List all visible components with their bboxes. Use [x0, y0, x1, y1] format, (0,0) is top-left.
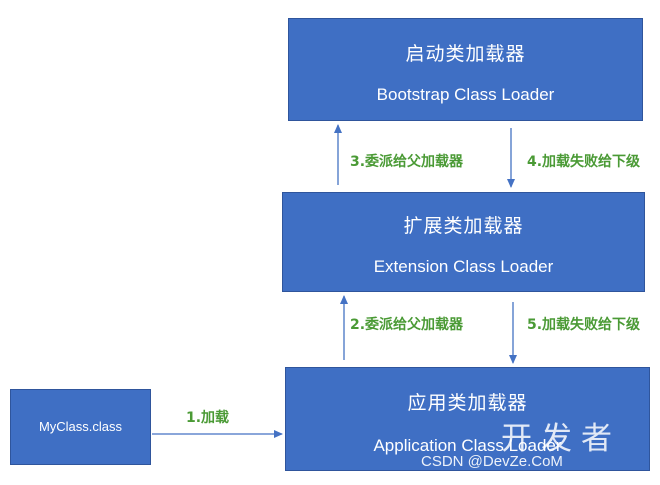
watermark-small: CSDN @DevZe.CoM [421, 453, 563, 470]
edge-label-step2: 2.委派给父加载器 [350, 317, 464, 333]
bootstrap-en-label: Bootstrap Class Loader [376, 85, 555, 104]
extension-en-label: Extension Class Loader [373, 257, 554, 276]
myclass-file-box: MyClass.class [10, 389, 151, 465]
extension-zh-label: 扩展类加载器 [403, 215, 524, 237]
edge-label-step5: 5.加载失败给下级 [527, 317, 641, 333]
watermark-big: 开发者 [501, 421, 621, 457]
application-zh-label: 应用类加载器 [407, 392, 528, 414]
application-class-loader-box: 应用类加载器 Application Class Loader 开发者 CSDN… [285, 367, 650, 471]
edge-label-step3: 3.委派给父加载器 [350, 154, 464, 170]
edge-label-step1: 1.加载 [186, 410, 230, 426]
extension-class-loader-box: 扩展类加载器 Extension Class Loader [282, 192, 645, 292]
bootstrap-class-loader-box: 启动类加载器 Bootstrap Class Loader [288, 18, 643, 121]
edge-label-step4: 4.加载失败给下级 [527, 154, 641, 170]
application-en-label: Application Class Loader [373, 436, 562, 455]
myclass-label: MyClass.class [38, 419, 123, 434]
bootstrap-zh-label: 启动类加载器 [405, 43, 526, 65]
